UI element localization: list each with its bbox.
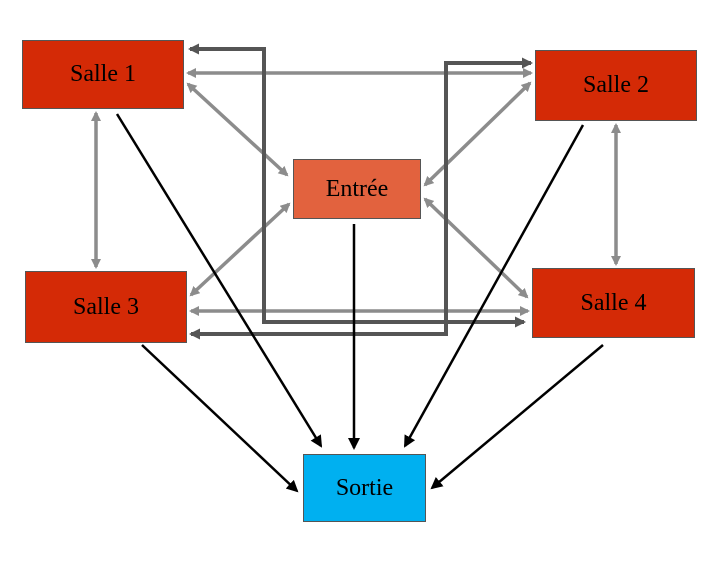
edge-salle1-sortie <box>115 113 323 448</box>
node-entree-label: Entrée <box>325 175 389 202</box>
edge-entree-salle3 <box>189 202 291 297</box>
node-salle-4: Salle 4 <box>532 268 695 338</box>
edge-entree-salle1 <box>186 82 289 177</box>
node-salle-2-label: Salle 2 <box>583 72 649 98</box>
edge-salle3-sortie <box>141 344 299 493</box>
edge-entree-salle2 <box>423 81 532 187</box>
node-salle-3-label: Salle 3 <box>73 293 139 320</box>
node-salle-1: Salle 1 <box>22 40 184 109</box>
edge-entree-salle4 <box>423 197 529 299</box>
node-salle-1-label: Salle 1 <box>70 61 136 87</box>
edge-salle4-sortie <box>430 344 604 490</box>
node-sortie-label: Sortie <box>335 474 394 501</box>
node-salle-2: Salle 2 <box>535 50 697 121</box>
node-salle-3: Salle 3 <box>25 271 187 343</box>
node-salle-4-label: Salle 4 <box>580 289 647 316</box>
node-entree: Entrée <box>293 159 421 219</box>
node-sortie: Sortie <box>303 454 426 522</box>
edge-salle2-sortie <box>403 124 585 448</box>
edge-salle3-salle2 <box>189 57 533 340</box>
